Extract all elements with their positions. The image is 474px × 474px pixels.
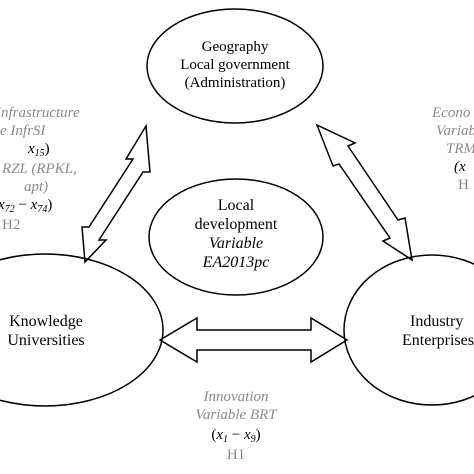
geography-line3: (Administration) <box>184 75 286 91</box>
knowledge-line1: Knowledge <box>9 313 83 330</box>
local-development-line4: EA2013pc <box>202 254 270 271</box>
geography-line2: Local government <box>180 57 290 73</box>
horizontal-double-arrow <box>158 316 349 364</box>
infrastructure-line6: x72 − x74) <box>0 197 53 215</box>
infrastructure-annotation: Infrastructure e InfrSI x15) RZL (RPKL, … <box>0 106 80 233</box>
infrastructure-line5: apt) <box>24 179 49 195</box>
infrastructure-line7: H2 <box>2 217 21 233</box>
innovation-line4: H1 <box>226 447 246 463</box>
infrastructure-line4: RZL (RPKL, <box>2 161 77 177</box>
industry-label: Industry Enterprises <box>402 314 474 349</box>
economic-line1: Econo <box>432 106 471 121</box>
geography-label: Geography Local government (Administrati… <box>150 40 320 91</box>
economic-line4: (x <box>454 159 466 175</box>
left-diagonal-arrow <box>81 123 151 264</box>
infrastructure-line2: e InfrSI <box>0 123 46 139</box>
local-development-label: Local development Variable EA2013pc <box>160 198 312 271</box>
knowledge-line2: Universities <box>7 332 85 349</box>
economic-line3: TRM <box>446 141 474 157</box>
innovation-line2: Variable BRT <box>195 407 277 423</box>
local-development-line1: Local <box>217 197 255 214</box>
economic-line5: H <box>458 177 469 193</box>
knowledge-ellipse <box>0 253 164 407</box>
local-development-line3: Variable <box>208 235 264 252</box>
economic-annotation: Econo Variab TRM (x H <box>432 106 474 193</box>
innovation-line3: (x1 − x9) <box>211 427 261 445</box>
infrastructure-line3: x15) <box>28 141 50 159</box>
right-diagonal-arrow <box>315 123 414 262</box>
industry-line2: Enterprises <box>402 332 474 349</box>
local-development-line2: development <box>194 216 278 233</box>
knowledge-label: Knowledge Universities <box>0 314 100 349</box>
innovation-annotation: Innovation Variable BRT (x1 − x9) H1 <box>170 390 302 463</box>
industry-ellipse <box>343 254 474 406</box>
geography-line1: Geography <box>201 39 269 55</box>
economic-line2: Variab <box>436 123 474 139</box>
local-development-ellipse <box>148 178 324 296</box>
innovation-line1: Innovation <box>203 389 269 405</box>
geography-ellipse <box>146 8 324 124</box>
infrastructure-line1: Infrastructure <box>0 106 80 121</box>
industry-line1: Industry <box>410 313 464 330</box>
